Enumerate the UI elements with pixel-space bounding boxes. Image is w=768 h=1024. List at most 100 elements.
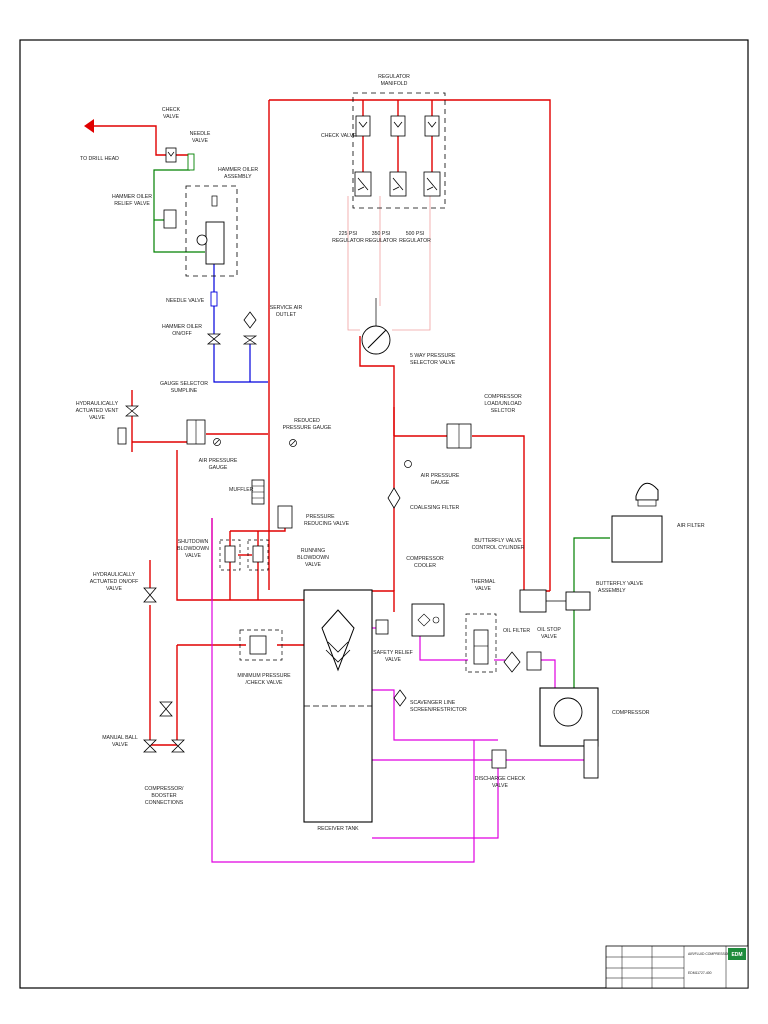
service-air-outlet-label: SERVICE AIR	[270, 305, 303, 311]
regulator-manifold-box	[352, 92, 446, 209]
butterfly-assembly-symbol	[565, 591, 591, 611]
safety-relief-symbol	[375, 619, 389, 635]
svg-text:MANIFOLD: MANIFOLD	[381, 81, 408, 87]
thermal-valve-label: THERMAL	[471, 579, 496, 585]
svg-text:BLOWDOWN: BLOWDOWN	[297, 555, 329, 561]
svg-text:/CHECK VALVE: /CHECK VALVE	[246, 680, 284, 686]
relief-valve-symbol	[163, 209, 177, 229]
svg-text:SCREEN/RESTRICTOR: SCREEN/RESTRICTOR	[410, 707, 467, 713]
edm-logo-text: EDM	[731, 952, 742, 958]
svg-text:GAUGE: GAUGE	[431, 480, 450, 486]
regulator-manifold-label: REGULATOR	[378, 74, 410, 80]
svg-text:CONNECTIONS: CONNECTIONS	[145, 800, 184, 806]
compressor-label: COMPRESSOR	[612, 710, 650, 716]
regulator-225-label: 225 PSI	[339, 231, 357, 237]
svg-text:ACTUATED VENT: ACTUATED VENT	[76, 408, 120, 414]
hammer-oiler-cylinder	[205, 221, 225, 265]
air-pressure-gauge-left-label: AIR PRESSURE	[199, 458, 238, 464]
check-valve-left-label: CHECK	[162, 107, 181, 113]
svg-text:REDUCING VALVE: REDUCING VALVE	[304, 521, 350, 527]
svg-text:OUTLET: OUTLET	[276, 312, 297, 318]
svg-text:VALVE: VALVE	[192, 138, 208, 144]
svg-text:REGULATOR: REGULATOR	[332, 238, 364, 244]
running-blowdown-label: RUNNING	[301, 548, 325, 554]
svg-text:VALVE: VALVE	[106, 586, 122, 592]
svg-text:SUMPLINE: SUMPLINE	[171, 388, 198, 394]
oil-filter-label: OIL FILTER	[503, 628, 530, 634]
butterfly-cylinder-label: BUTTERFLY VALVE	[474, 538, 522, 544]
svg-text:COOLER: COOLER	[414, 563, 436, 569]
hammer-oiler-assembly-label: HAMMER OILER	[218, 167, 258, 173]
svg-text:SELECTOR VALVE: SELECTOR VALVE	[410, 360, 456, 366]
regulator-350-label: 350 PSI	[372, 231, 390, 237]
svg-text:REGULATOR: REGULATOR	[399, 238, 431, 244]
title-line: AIR/FLUID COMPRESSOR CIRCUIT	[688, 952, 745, 956]
svg-text:ON/OFF: ON/OFF	[172, 331, 192, 337]
discharge-check-label: DISCHARGE CHECK	[475, 776, 526, 782]
check-valve-symbol	[165, 147, 177, 163]
svg-text:VALVE: VALVE	[475, 586, 491, 592]
svg-text:RELIEF VALVE: RELIEF VALVE	[114, 201, 150, 207]
thermal-valve-symbol	[473, 629, 489, 665]
oil-stop-label: OIL STOP	[537, 627, 561, 633]
pressure-reducing-label: PRESSURE	[306, 514, 335, 520]
service-outlet-symbol	[243, 311, 257, 329]
svg-text:GAUGE: GAUGE	[209, 465, 228, 471]
svg-text:LOAD/UNLOAD: LOAD/UNLOAD	[484, 401, 521, 407]
manual-ball-valve-symbol	[159, 701, 173, 717]
to-drill-head-label: TO DRILL HEAD	[80, 156, 119, 162]
scavenger-symbol	[393, 689, 407, 707]
svg-text:VALVE: VALVE	[305, 562, 321, 568]
butterfly-cylinder-symbol	[519, 589, 547, 613]
needle-valve-symbol	[187, 153, 195, 171]
safety-relief-label: SAFETY RELIEF	[373, 650, 413, 656]
drawing-border	[19, 39, 749, 989]
check-valve-top-label: CHECK VALVE	[321, 133, 357, 139]
vent-valve-symbol	[117, 427, 127, 445]
hammer-oiler-onoff-label: HAMMER OILER	[162, 324, 202, 330]
hyd-onoff-valve-label: HYDRAULICALLY	[93, 572, 136, 578]
air-filter-label: AIR FILTER	[677, 523, 705, 529]
cooler-symbol	[411, 603, 445, 637]
muffler-label: MUFFLER	[229, 487, 254, 493]
component-labels: REGULATOR MANIFOLD CHECK VALVE 225 PSI R…	[76, 74, 705, 832]
air-pressure-gauge-right-label: AIR PRESSURE	[421, 473, 460, 479]
svg-text:PRESSURE GAUGE: PRESSURE GAUGE	[283, 425, 332, 431]
needle-valve-mid-label: NEEDLE VALVE	[166, 298, 205, 304]
svg-text:BLOWDOWN: BLOWDOWN	[177, 546, 209, 552]
pressure-reducing-symbol	[277, 505, 293, 529]
compressor-cooler-label: COMPRESSOR	[406, 556, 444, 562]
svg-text:ASSEMBLY: ASSEMBLY	[598, 588, 626, 594]
gauge-selector-label: GAUGE SELECTOR	[160, 381, 208, 387]
air-filter-symbol	[611, 515, 663, 563]
edm-logo	[728, 948, 746, 960]
svg-text:VALVE: VALVE	[112, 742, 128, 748]
scavenger-label: SCAVENGER LINE	[410, 700, 456, 706]
coalescing-filter-symbol	[387, 487, 401, 509]
svg-text:VALVE: VALVE	[89, 415, 105, 421]
needle-valve-top-label: NEEDLE	[190, 131, 211, 137]
manual-ball-valve-label: MANUAL BALL	[102, 735, 138, 741]
svg-text:VALVE: VALVE	[492, 783, 508, 789]
svg-text:VALVE: VALVE	[385, 657, 401, 663]
svg-text:CONTROL CYLINDER: CONTROL CYLINDER	[472, 545, 525, 551]
title-block: AIR/FLUID COMPRESSOR CIRCUIT EDM11727-40…	[605, 945, 749, 989]
min-pressure-label: MINIMUM PRESSURE	[237, 673, 291, 679]
receiver-tank-label: RECEIVER TANK	[317, 826, 359, 832]
svg-text:ACTUATED ON/OFF: ACTUATED ON/OFF	[90, 579, 139, 585]
regulator-500-label: 500 PSI	[406, 231, 424, 237]
coalesing-filter-label: COALESING FILTER	[410, 505, 459, 511]
regulators	[354, 171, 441, 197]
svg-text:ASSEMBLY: ASSEMBLY	[224, 174, 252, 180]
butterfly-assembly-label: BUTTERFLY VALVE	[596, 581, 644, 587]
svg-text:VALVE: VALVE	[163, 114, 179, 120]
reduced-pressure-gauge-label: REDUCED	[294, 418, 320, 424]
hammer-oiler-box	[185, 185, 238, 277]
hammer-oiler-relief-label: HAMMER OILER	[112, 194, 152, 200]
drawing-number: EDM11727-400	[688, 971, 712, 975]
compressor-load-unload-label: COMPRESSOR	[484, 394, 522, 400]
oil-stop-symbol	[526, 651, 542, 671]
discharge-check-symbol	[491, 749, 507, 769]
hyd-onoff-symbol	[143, 587, 157, 603]
